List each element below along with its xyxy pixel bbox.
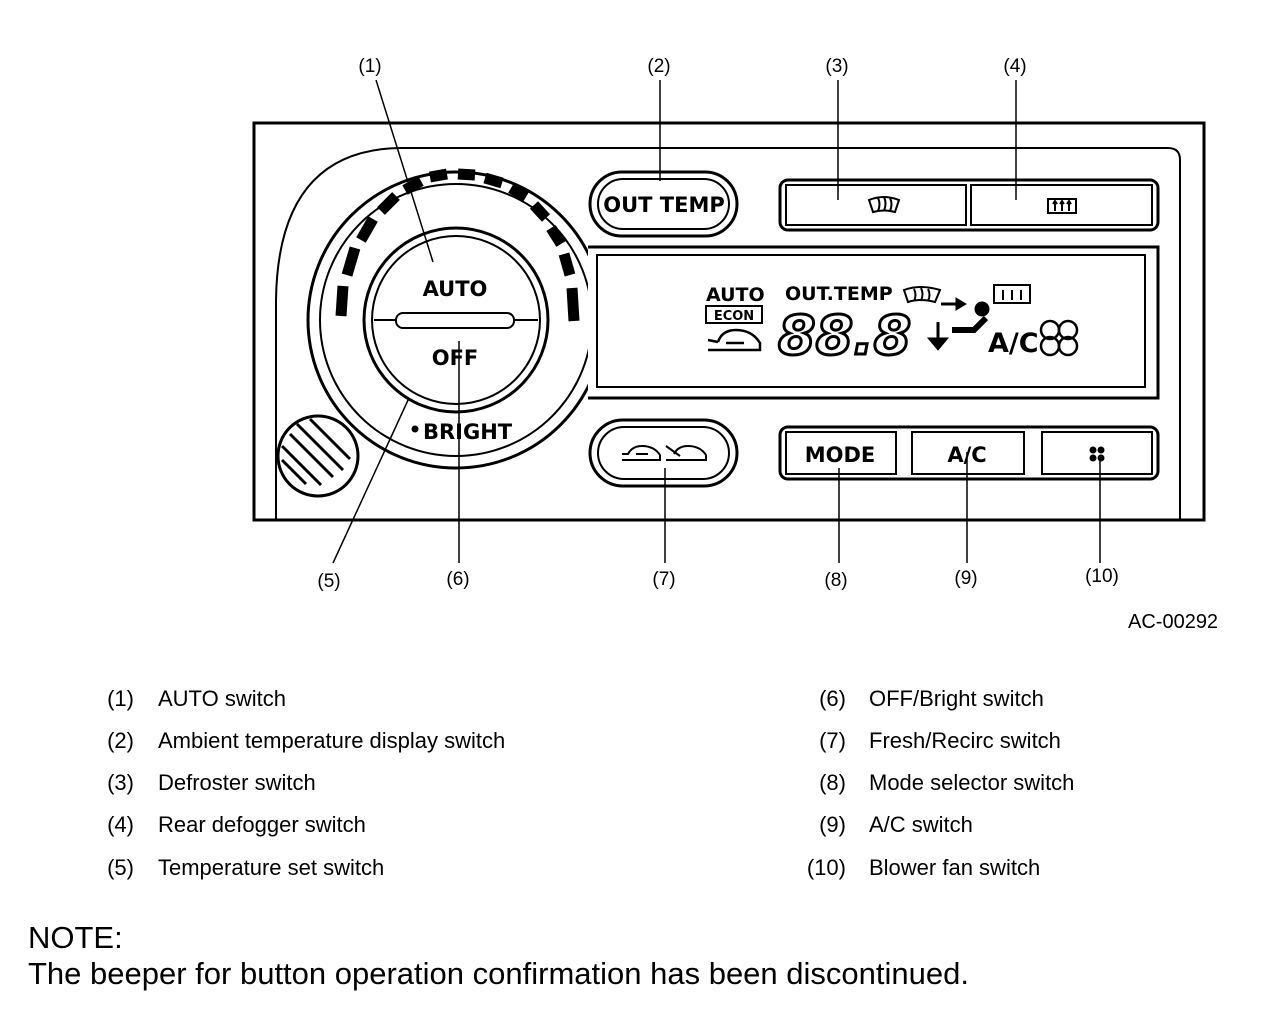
legend-number: (3) — [107, 770, 134, 795]
figure-id: AC-00292 — [1128, 611, 1219, 633]
display-fan-icon — [1039, 319, 1079, 357]
callout-4: (4) — [1003, 56, 1026, 77]
legend-text: Ambient temperature display switch — [158, 728, 506, 753]
display-out-temp-text: OUT.TEMP — [785, 283, 893, 305]
vent-grille — [276, 414, 360, 498]
legend-number: (4) — [107, 812, 134, 837]
callout-7: (7) — [652, 569, 675, 590]
legend-number: (6) — [819, 686, 846, 711]
callout-1: (1) — [358, 56, 381, 77]
display-econ-text: ECON — [714, 309, 754, 324]
rear-defogger-icon — [1047, 198, 1077, 214]
display-digits: 88.8 — [778, 304, 911, 367]
temperature-dial[interactable] — [306, 168, 606, 470]
display-recirc-icon — [707, 328, 762, 352]
blower-fan-button[interactable] — [1041, 431, 1153, 475]
legend-text: Fresh/Recirc switch — [869, 728, 1061, 753]
legend-text: Mode selector switch — [869, 770, 1075, 795]
panel-frame — [252, 121, 1206, 522]
display-econ-box — [705, 305, 763, 324]
display-defrost-icon — [902, 286, 942, 304]
legend-text: Rear defogger switch — [158, 812, 366, 837]
bright-label: BRIGHT — [423, 420, 513, 444]
knob-auto-label[interactable]: AUTO — [423, 277, 488, 301]
legend-number: (2) — [107, 728, 134, 753]
display-ac-text: A/C — [988, 328, 1039, 359]
fresh-recirc-button[interactable] — [588, 418, 739, 488]
callout-3: (3) — [825, 56, 848, 77]
fresh-air-icon — [665, 444, 707, 461]
display-airflow-icon — [926, 297, 990, 351]
temperature-scale — [335, 168, 580, 322]
legend-number: (9) — [819, 812, 846, 837]
legend-text: Blower fan switch — [869, 855, 1041, 880]
mode-ac-fan-button-group — [778, 425, 1160, 481]
recirc-icon — [622, 444, 661, 461]
legend-text: A/C switch — [869, 812, 973, 837]
note-body: The beeper for button operation confirma… — [28, 956, 969, 991]
callout-8: (8) — [824, 570, 847, 591]
ac-button[interactable] — [911, 431, 1025, 475]
mode-button-label[interactable]: MODE — [805, 443, 876, 467]
legend-number: (7) — [819, 728, 846, 753]
legend-number: (5) — [107, 855, 134, 880]
legend-number: (8) — [819, 770, 846, 795]
knob-off-label[interactable]: OFF — [432, 346, 479, 370]
defroster-button[interactable] — [778, 178, 1160, 232]
callout-10: (10) — [1085, 566, 1119, 587]
out-temp-button[interactable] — [588, 170, 739, 238]
legend-text: Defroster switch — [158, 770, 316, 795]
callout-5: (5) — [317, 571, 340, 592]
legend-text: OFF/Bright switch — [869, 686, 1044, 711]
front-defroster-icon — [867, 196, 901, 214]
callout-9: (9) — [954, 568, 977, 589]
climate-control-panel-diagram: AUTO OFF BRIGHT OUT TEMP AUTO ECON OUT.T — [252, 56, 1206, 592]
legend-text: AUTO switch — [158, 686, 286, 711]
callout-2: (2) — [647, 56, 670, 77]
legend-number: (10) — [806, 855, 846, 880]
mode-button[interactable] — [785, 431, 897, 475]
display-rear-defog-icon — [993, 284, 1031, 304]
callout-6: (6) — [446, 569, 469, 590]
rear-defogger-button[interactable] — [970, 184, 1153, 226]
legend-number: (1) — [107, 686, 134, 711]
out-temp-button-label[interactable]: OUT TEMP — [603, 193, 725, 217]
leader-lines — [332, 79, 1101, 564]
display-auto-text: AUTO — [706, 284, 765, 306]
legend-text: Temperature set switch — [158, 855, 385, 880]
note-title: NOTE: — [28, 920, 123, 955]
bright-dot-icon — [411, 425, 419, 433]
